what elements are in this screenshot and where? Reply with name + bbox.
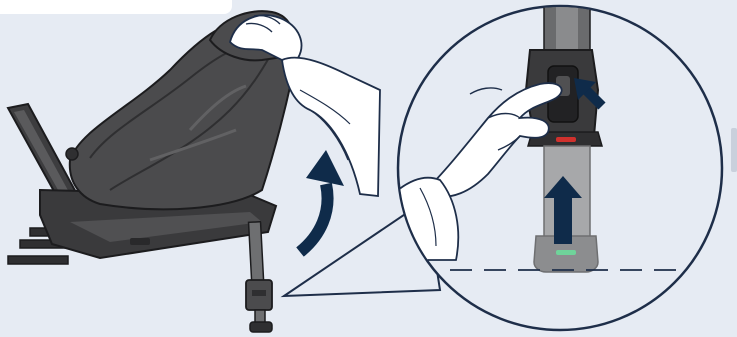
diagonal-press-arrow-icon — [574, 78, 606, 110]
red-indicator — [556, 137, 576, 142]
up-arrow-icon — [544, 176, 582, 244]
sleeve-left — [281, 56, 381, 198]
page-edge-marker — [731, 128, 737, 172]
hand-pressing-button — [429, 82, 563, 198]
green-indicator — [556, 250, 576, 255]
seat-knob — [65, 147, 79, 161]
support-leg — [245, 220, 273, 333]
hand-on-headrest — [228, 14, 303, 63]
base-button — [130, 238, 150, 245]
curved-up-arrow-icon — [296, 150, 344, 257]
header-tab — [0, 0, 232, 14]
